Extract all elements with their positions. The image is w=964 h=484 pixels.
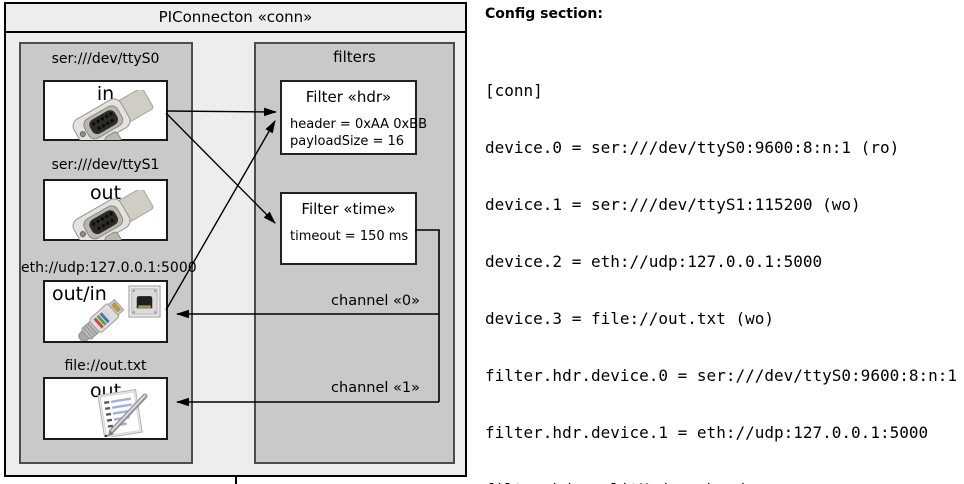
device-box-file: out <box>43 377 168 440</box>
config-line: device.1 = ser:///dev/ttyS1:115200 (wo) <box>485 195 861 214</box>
notepad-icon <box>97 389 148 437</box>
config-line: filter.hdr.device.0 = ser:///dev/ttyS0:9… <box>485 366 958 385</box>
device-box-eth: out/in <box>43 280 168 343</box>
config-line: device.0 = ser:///dev/ttyS0:9600:8:n:1 (… <box>485 138 900 157</box>
serial-connector-icon <box>72 190 154 240</box>
channel-1-label: channel «1» <box>331 380 420 396</box>
serial-connector-icon <box>72 90 154 140</box>
filter-hdr-title: Filter «hdr» <box>305 88 392 106</box>
ethernet-jack-icon <box>128 285 161 318</box>
config-line: device.2 = eth://udp:127.0.0.1:5000 <box>485 252 823 271</box>
filters-panel-title: filters <box>333 48 376 66</box>
channel-0-label: channel «0» <box>331 293 420 309</box>
filter-time-title: Filter «time» <box>301 200 396 218</box>
filter-time-prop-timeout: timeout = 150 ms <box>290 229 409 244</box>
device-label-eth: eth://udp:127.0.0.1:5000 <box>21 260 197 276</box>
ethernet-plug-icon <box>78 299 125 341</box>
filter-hdr-prop-header: header = 0xAA 0xBB <box>290 117 428 132</box>
config-line: [conn] <box>485 81 543 100</box>
diagram-title: PIConnecton «conn» <box>158 8 313 26</box>
filter-hdr-prop-payloadsize: payloadSize = 16 <box>290 134 405 149</box>
config-line: device.3 = file://out.txt (wo) <box>485 309 774 328</box>
device-box-ttys1: out <box>43 179 168 241</box>
config-line: filter.hdr.device.1 = eth://udp:127.0.0.… <box>485 423 929 442</box>
device-label-file: file://out.txt <box>64 358 147 374</box>
config-heading: Config section: <box>485 6 603 22</box>
device-direction: out/in <box>52 283 107 305</box>
bottom-tick-mark <box>235 477 237 484</box>
title-separator <box>6 31 465 33</box>
config-line: filter.hdr.splitMode = header <box>485 480 964 484</box>
device-direction: in <box>96 83 115 105</box>
device-label-ttys1: ser:///dev/ttyS1 <box>51 157 160 173</box>
filter-hdr-box: Filter «hdr» header = 0xAA 0xBB payloadS… <box>280 80 427 155</box>
filter-time-box: Filter «time» timeout = 150 ms <box>280 192 417 265</box>
device-label-ttys0: ser:///dev/ttyS0 <box>51 51 160 67</box>
device-box-ttys0: in <box>43 80 168 141</box>
config-lines: [conn] device.0 = ser:///dev/ttyS0:9600:… <box>485 43 964 484</box>
